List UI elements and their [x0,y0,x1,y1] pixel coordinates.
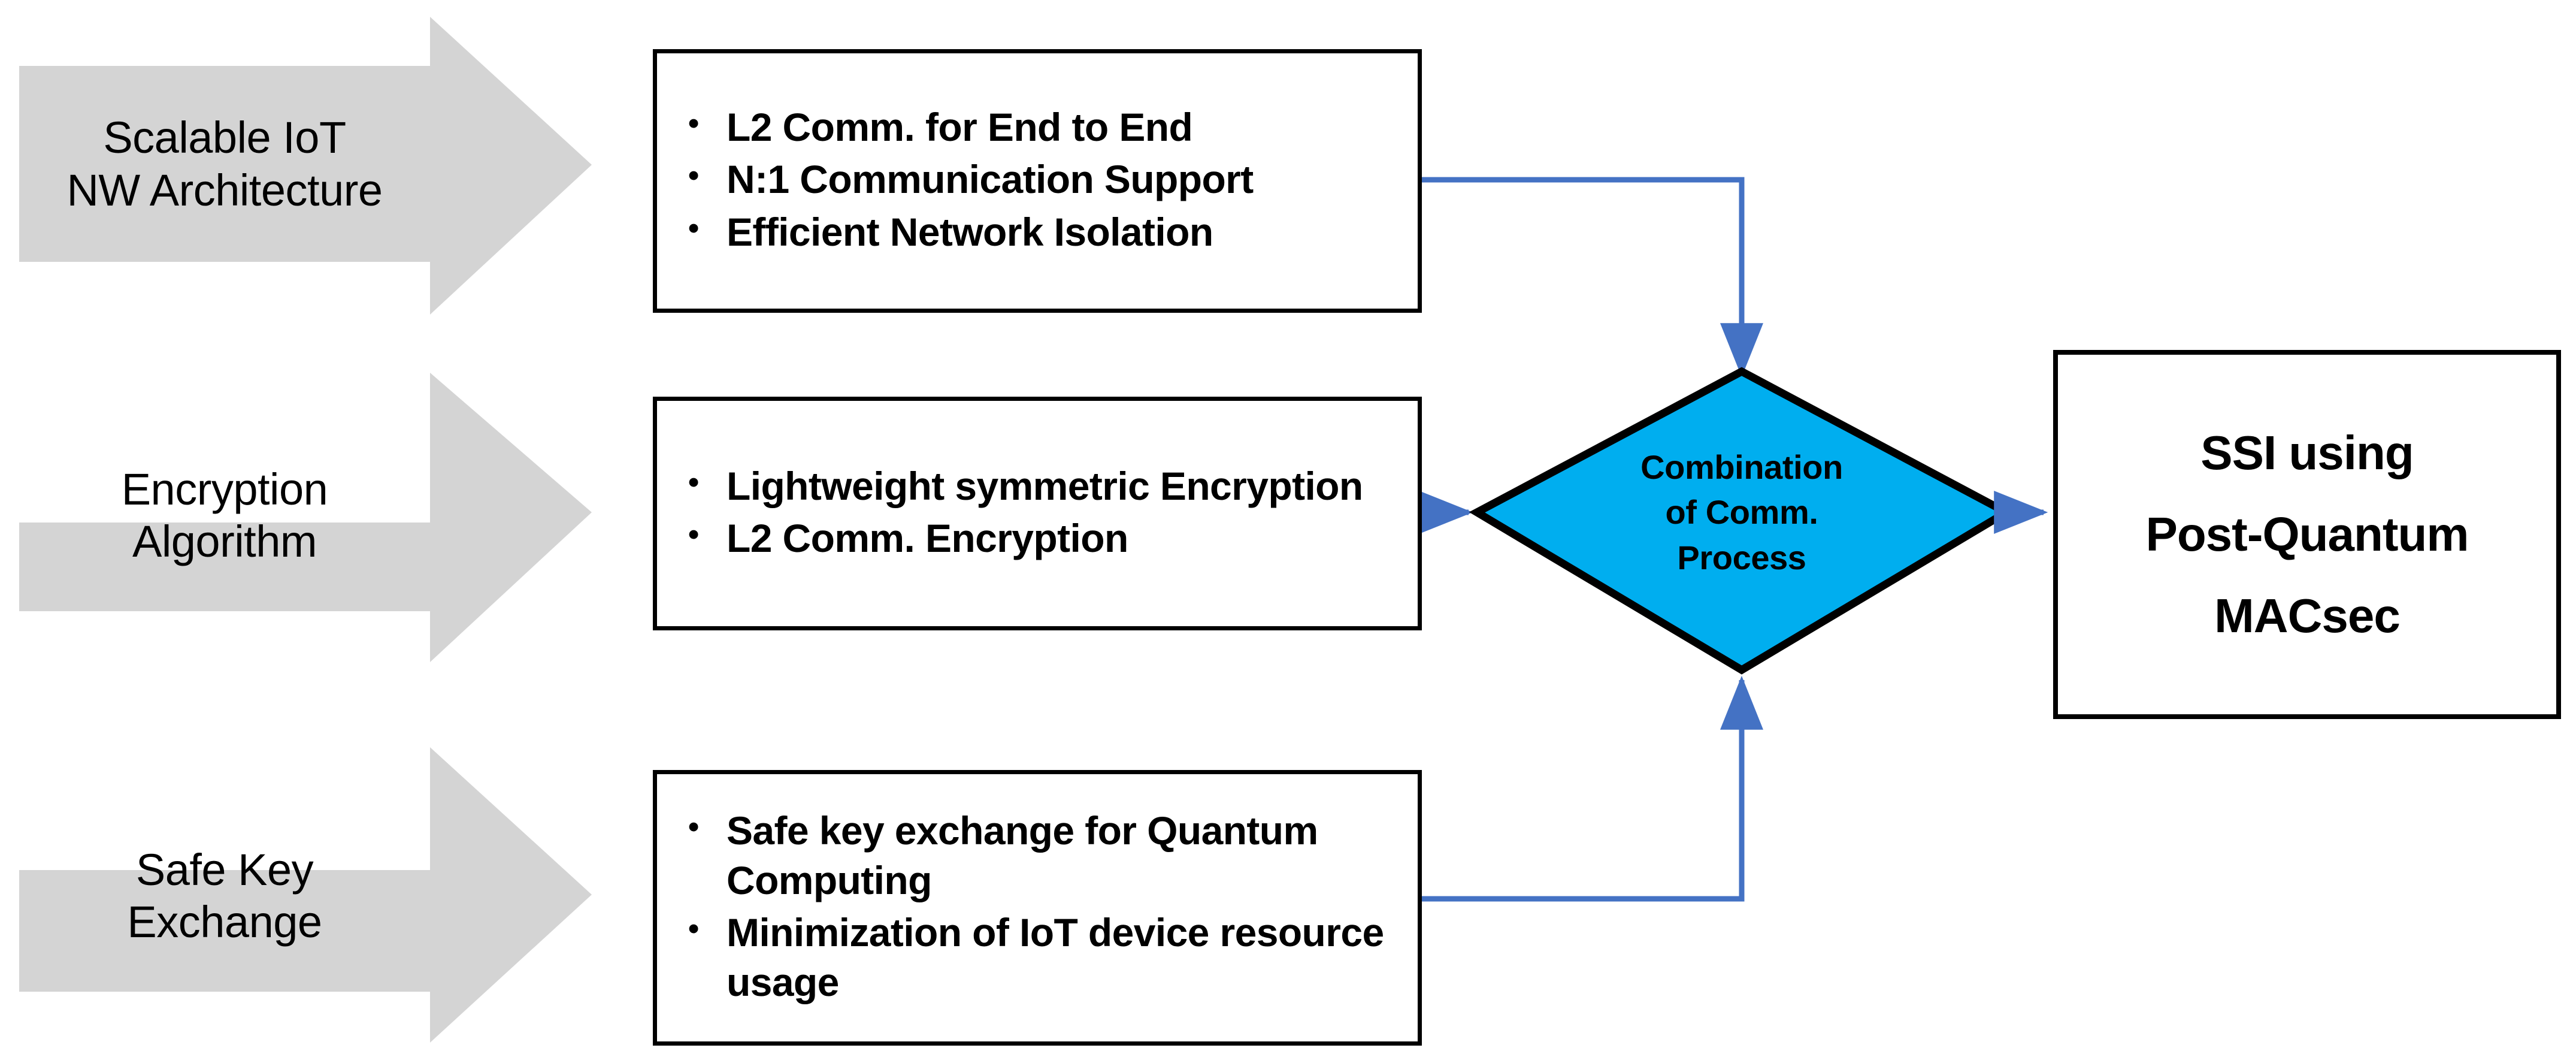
input-arrow-label-encryption-algorithm: Encryption Algorithm [19,419,430,611]
input-arrow-label-safe-key-exchange: Safe Key Exchange [19,800,430,992]
outcome-box-ssi-post-quantum-macsec[interactable]: SSI using Post-Quantum MACsec [2053,350,2561,719]
bullet-list: • Safe key exchange for Quantum Computin… [657,806,1418,1010]
bullet-text: Minimization of IoT device resource usag… [727,910,1384,1005]
input-arrow-line-2: Algorithm [132,517,317,566]
decision-diamond-label: Combination of Comm. Process [1603,419,1881,605]
input-arrow-label-scalable-iot: Scalable IoT NW Architecture [19,66,430,262]
connector-details1-to-decision [1421,177,1763,378]
detail-box-safe-key-exchange[interactable]: • Safe key exchange for Quantum Computin… [653,770,1422,1046]
bullet-dot-icon: • [688,911,699,946]
decision-diamond-shape[interactable] [1469,367,2015,675]
decision-line-2: of Comm. [1665,493,1818,532]
input-arrow-line-1: Safe Key [135,844,314,895]
bullet-dot-icon: • [688,464,699,500]
bullet-dot-icon: • [688,106,699,141]
bullet-list: • L2 Comm. for End to End • N:1 Communic… [657,102,1418,259]
bullet-dot-icon: • [688,158,699,194]
decision-line-3: Process [1677,538,1806,576]
bullet-text: Safe key exchange for Quantum Computing [727,808,1318,902]
input-arrow-line-1: Scalable IoT [103,113,346,163]
input-arrow-line-2: NW Architecture [66,165,383,215]
bullet-text: L2 Comm. for End to End [727,105,1193,150]
connector-details3-to-decision [1421,675,1763,902]
outcome-line-1: SSI using [2200,426,2414,479]
input-arrow-line-1: Encryption [121,464,328,514]
list-item: • Safe key exchange for Quantum Computin… [688,806,1397,905]
input-arrow-shape-encryption-algorithm[interactable] [19,373,592,662]
bullet-text: Efficient Network Isolation [727,209,1213,254]
list-item: • Lightweight symmetric Encryption [688,461,1397,511]
detail-box-encryption[interactable]: • Lightweight symmetric Encryption • L2 … [653,397,1422,630]
list-item: • Efficient Network Isolation [688,207,1397,257]
input-arrow-shape-scalable-iot[interactable] [19,17,592,315]
detail-box-scalable-iot[interactable]: • L2 Comm. for End to End • N:1 Communic… [653,49,1422,313]
outcome-line-2: Post-Quantum [2145,508,2469,561]
bullet-dot-icon: • [688,210,699,246]
input-arrow-shape-safe-key-exchange[interactable] [19,747,592,1043]
bullet-text: L2 Comm. Encryption [727,516,1128,560]
bullet-list: • Lightweight symmetric Encryption • L2 … [657,461,1418,566]
decision-line-1: Combination [1640,448,1843,487]
input-arrow-line-2: Exchange [127,897,322,947]
bullet-text: N:1 Communication Support [727,157,1254,202]
bullet-text: Lightweight symmetric Encryption [727,463,1363,508]
list-item: • Minimization of IoT device resource us… [688,908,1397,1007]
outcome-line-3: MACsec [2214,589,2401,642]
bullet-dot-icon: • [688,809,699,844]
list-item: • L2 Comm. Encryption [688,514,1397,563]
bullet-dot-icon: • [688,517,699,552]
list-item: • N:1 Communication Support [688,155,1397,204]
list-item: • L2 Comm. for End to End [688,102,1397,152]
